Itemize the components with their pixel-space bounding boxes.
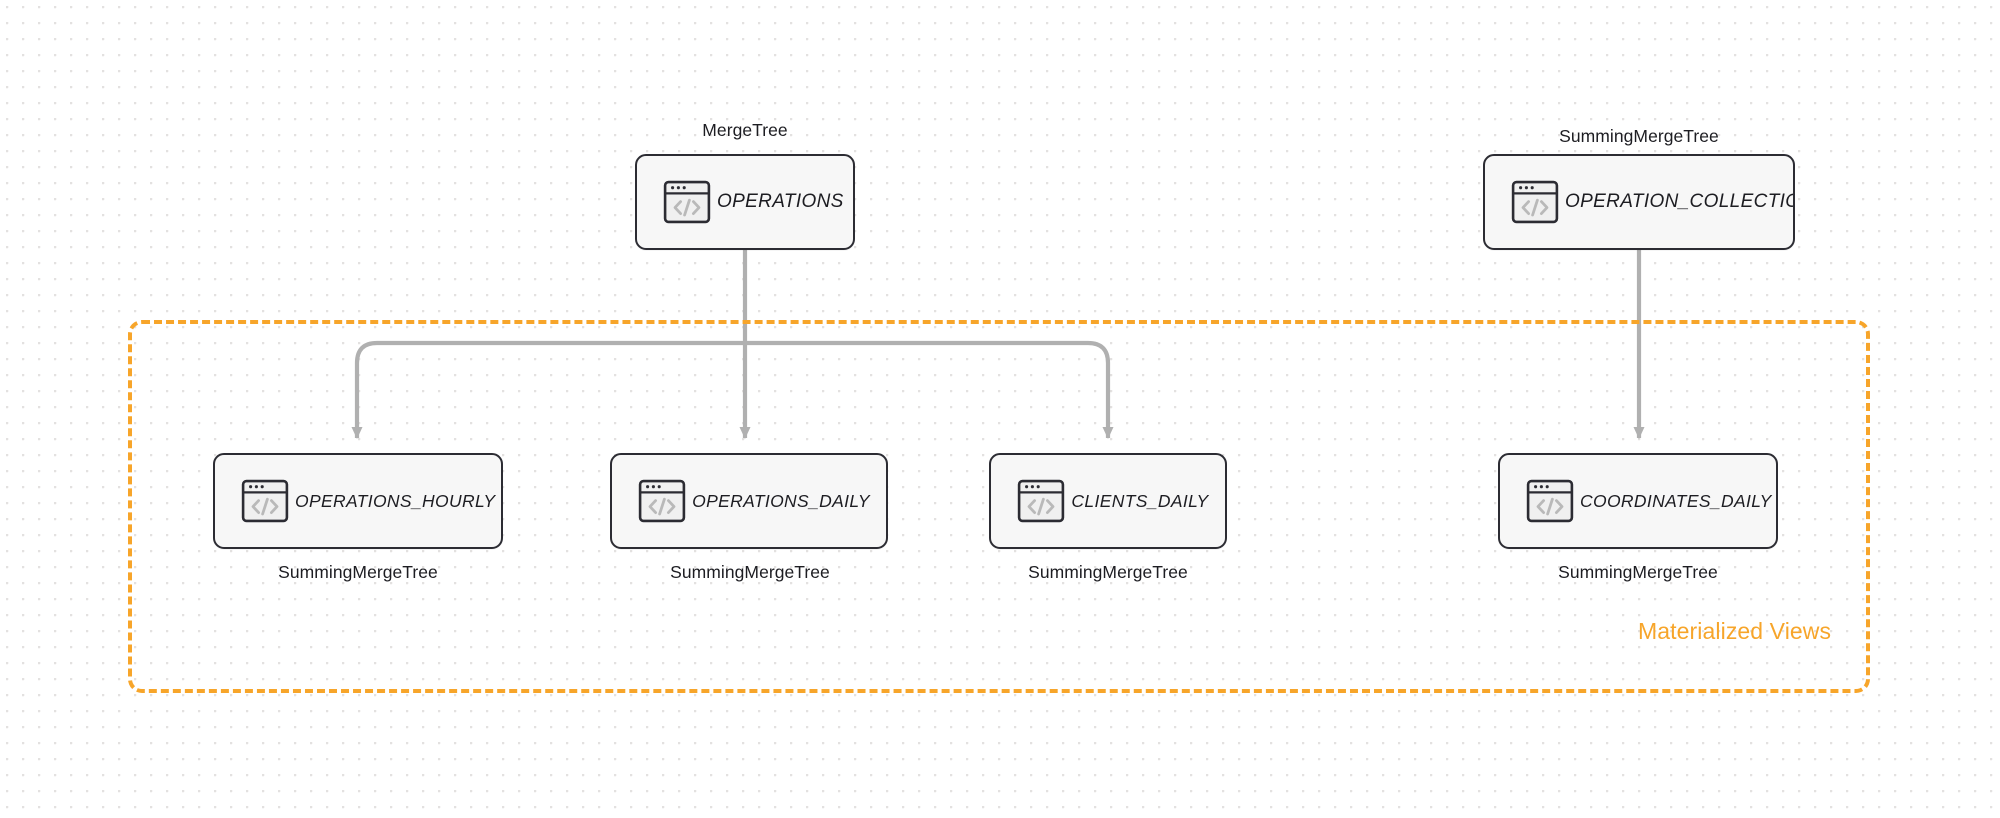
code-window-icon — [663, 180, 711, 224]
engine-label-clients_daily: SummingMergeTree — [1028, 562, 1188, 582]
table-node-operations_daily[interactable]: OPERATIONS_DAILY — [610, 453, 888, 549]
table-node-operations_hourly[interactable]: OPERATIONS_HOURLY — [213, 453, 503, 549]
table-node-title: OPERATION_COLLECTION — [1565, 191, 1793, 212]
materialized-views-group — [128, 320, 1870, 693]
table-node-title: OPERATIONS_DAILY — [692, 490, 870, 511]
table-node-coordinates_daily[interactable]: COORDINATES_DAILY — [1498, 453, 1778, 549]
engine-label-coordinates_daily: SummingMergeTree — [1558, 562, 1718, 582]
engine-label-operations_hourly: SummingMergeTree — [278, 562, 438, 582]
engine-label-operations: MergeTree — [702, 120, 788, 140]
code-window-icon — [1526, 479, 1574, 523]
code-window-icon — [241, 479, 289, 523]
table-node-title: OPERATIONS — [717, 191, 844, 212]
table-node-title: OPERATIONS_HOURLY — [295, 490, 496, 511]
table-node-clients_daily[interactable]: CLIENTS_DAILY — [989, 453, 1227, 549]
table-node-operation_collection[interactable]: OPERATION_COLLECTION — [1483, 154, 1795, 250]
engine-label-operation_collection: SummingMergeTree — [1559, 126, 1719, 146]
table-node-operations[interactable]: OPERATIONS — [635, 154, 855, 250]
code-window-icon — [1511, 180, 1559, 224]
materialized-views-group-label: Materialized Views — [1638, 618, 1832, 644]
code-window-icon — [638, 479, 686, 523]
engine-label-operations_daily: SummingMergeTree — [670, 562, 830, 582]
table-node-title: CLIENTS_DAILY — [1071, 490, 1209, 511]
code-window-icon — [1017, 479, 1065, 523]
table-node-title: COORDINATES_DAILY — [1580, 490, 1772, 511]
